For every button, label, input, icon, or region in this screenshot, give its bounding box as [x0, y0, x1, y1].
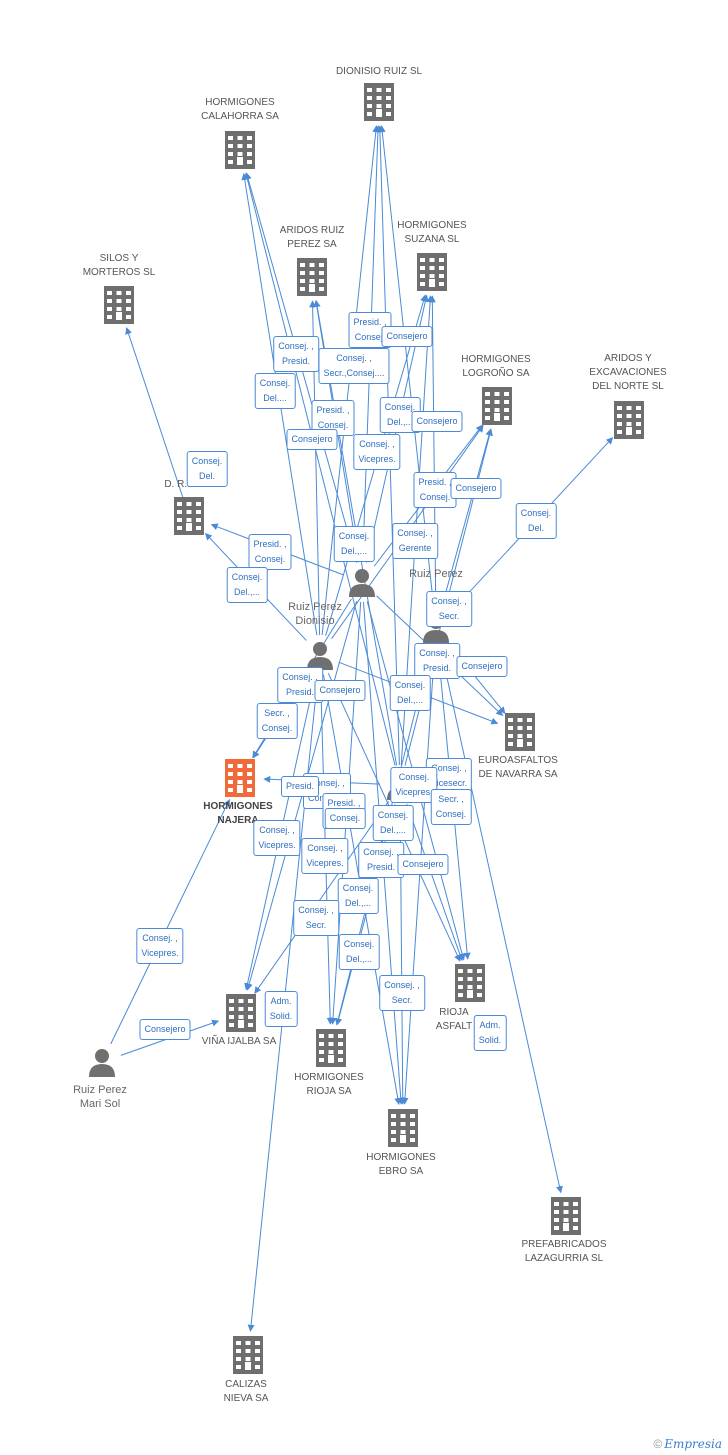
relation-label[interactable]: Presid. — [280, 776, 320, 797]
edge-ruiz_perez_mari_sol-to-hormigones_najera — [110, 798, 230, 1045]
edge-ruiz_perez_3-to-rioja_asfaltos — [406, 803, 464, 962]
relation-label[interactable]: Consej. Del.,... — [337, 878, 379, 914]
relation-label[interactable]: Consej. Del.,... — [389, 675, 431, 711]
relation-label[interactable]: Consej. Del.,... — [333, 526, 375, 562]
company-icon[interactable] — [223, 131, 257, 174]
edge-ruiz_perez_3-to-hormigones_calahorra — [244, 172, 396, 766]
edge-dri-to-silos_morteros — [125, 327, 184, 498]
node-label-aridos_ruiz_perez[interactable]: ARIDOS RUIZ PEREZ SA — [279, 225, 345, 250]
node-label-hormigones_ebro[interactable]: HORMIGONES EBRO SA — [366, 1152, 436, 1177]
relation-label[interactable]: Consejero — [411, 411, 463, 432]
relation-label[interactable]: Consej. , Presid. — [414, 643, 460, 679]
company-icon[interactable] — [314, 1029, 348, 1072]
edge-ruiz_perez-to-hormigones_logrono — [440, 428, 493, 609]
relation-label[interactable]: Consej. , Gerente — [392, 523, 438, 559]
relation-label[interactable]: Consej. , Secr.,Consej.... — [318, 348, 390, 384]
relation-label[interactable]: Consej. , Vicepres. — [301, 838, 349, 874]
person-icon[interactable] — [305, 640, 335, 675]
node-label-hormigones_calahorra[interactable]: HORMIGONES CALAHORRA SA — [201, 97, 279, 122]
relation-label[interactable]: Consej. — [324, 808, 366, 829]
relation-label[interactable]: Consej. Del.... — [254, 373, 296, 409]
node-label-ruiz_perez_mari_sol[interactable]: Ruiz Perez Mari Sol — [73, 1084, 127, 1110]
company-icon[interactable] — [612, 401, 646, 444]
copyright-symbol: © — [653, 1437, 663, 1451]
node-label-euroasfaltos[interactable]: EUROASFALTOS DE NAVARRA SA — [478, 755, 558, 780]
relation-label[interactable]: Consejero — [381, 326, 433, 347]
relation-label[interactable]: Consejero — [456, 656, 508, 677]
relation-label[interactable]: Consej. , Vicepres. — [136, 928, 184, 964]
company-icon[interactable] — [480, 387, 514, 430]
relation-label[interactable]: Consej. Del. — [515, 503, 557, 539]
focus-company-icon[interactable] — [223, 759, 257, 802]
node-label-hormigones_logrono[interactable]: HORMIGONES LOGROÑO SA — [461, 354, 531, 379]
relation-label[interactable]: Adm. Solid. — [264, 991, 298, 1027]
node-label-dionisio_ruiz_sl[interactable]: DIONISIO RUIZ SL — [335, 66, 423, 77]
relation-label[interactable]: Consej. Vicepres. — [390, 767, 438, 803]
relation-label[interactable]: Consej. , Secr. — [293, 900, 339, 936]
node-label-calizas_nieva[interactable]: CALIZAS NIEVA SA — [223, 1379, 269, 1404]
node-label-ruiz_perez_dionisio[interactable]: Ruiz Perez Dionisio — [288, 601, 342, 627]
edges-layer — [110, 125, 614, 1332]
relation-label[interactable]: Consejero — [397, 854, 449, 875]
node-label-hormigones_rioja[interactable]: HORMIGONES RIOJA SA — [294, 1072, 364, 1097]
edge-ruiz_perez-to-hormigones_suzana — [428, 295, 437, 609]
relation-label[interactable]: Adm. Solid. — [473, 1015, 507, 1051]
relation-label[interactable]: Secr. , Consej. — [256, 703, 298, 739]
relation-label[interactable]: Consej. , Presid. — [273, 336, 319, 372]
relation-label[interactable]: Consej. Del. — [186, 451, 228, 487]
relation-label[interactable]: Secr. , Consej. — [430, 789, 472, 825]
company-icon[interactable] — [231, 1336, 265, 1379]
node-label-prefabricados[interactable]: PREFABRICADOS LAZAGURRIA SL — [521, 1239, 607, 1264]
edge-ruiz_perez_3-to-vina_ijalba — [254, 801, 389, 994]
relation-label[interactable]: Consej. Del.,... — [338, 934, 380, 970]
company-icon[interactable] — [224, 994, 258, 1037]
relation-label[interactable]: Consej. , Presid. — [358, 842, 404, 878]
relation-label[interactable]: Consej. Del.,... — [226, 567, 268, 603]
relation-label[interactable]: Consejero — [139, 1019, 191, 1040]
node-label-ruiz_perez[interactable]: Ruiz Perez — [409, 568, 463, 580]
company-icon[interactable] — [362, 83, 396, 126]
company-icon[interactable] — [415, 253, 449, 296]
relation-label[interactable]: Consej. , Secr. — [379, 975, 425, 1011]
person-icon[interactable] — [347, 567, 377, 602]
relation-label[interactable]: Consejero — [450, 478, 502, 499]
node-label-aridos_excavaciones[interactable]: ARIDOS Y EXCAVACIONES DEL NORTE SL — [589, 353, 667, 392]
edge-ruiz_perez-to-prefabricados — [439, 647, 563, 1194]
relation-label[interactable]: Consejero — [314, 680, 366, 701]
relation-label[interactable]: Presid. , Consej. — [248, 534, 292, 570]
node-label-hormigones_najera[interactable]: HORMIGONES NAJERA — [203, 801, 273, 826]
edge-ruiz_perez-to-hormigones_ebro — [401, 647, 436, 1105]
company-icon[interactable] — [549, 1197, 583, 1240]
relation-label[interactable]: Consejero — [286, 429, 338, 450]
relation-label[interactable]: Consej. Del.,... — [372, 805, 414, 841]
node-label-rioja_asfaltos[interactable]: RIOJA ASFALT — [435, 1007, 473, 1032]
person-icon[interactable] — [87, 1047, 117, 1082]
company-icon[interactable] — [102, 286, 136, 329]
company-icon[interactable] — [453, 964, 487, 1007]
company-icon[interactable] — [295, 258, 329, 301]
relation-label[interactable]: Consej. , Vicepres. — [353, 434, 401, 470]
company-icon[interactable] — [172, 497, 206, 540]
company-icon[interactable] — [386, 1109, 420, 1152]
relation-label[interactable]: Presid. , Consej. — [413, 472, 457, 508]
node-label-vina_ijalba[interactable]: VIÑA IJALBA SA — [201, 1036, 277, 1047]
node-label-silos_morteros[interactable]: SILOS Y MORTEROS SL — [82, 253, 156, 278]
empresia-logo[interactable]: ©Empresia — [653, 1437, 722, 1451]
relation-label[interactable]: Consej. , Vicepres. — [253, 820, 301, 856]
node-label-hormigones_suzana[interactable]: HORMIGONES SUZANA SL — [397, 220, 467, 245]
relation-label[interactable]: Consej. , Secr. — [426, 591, 472, 627]
company-icon[interactable] — [503, 713, 537, 756]
brand-name: Empresia — [664, 1437, 722, 1451]
